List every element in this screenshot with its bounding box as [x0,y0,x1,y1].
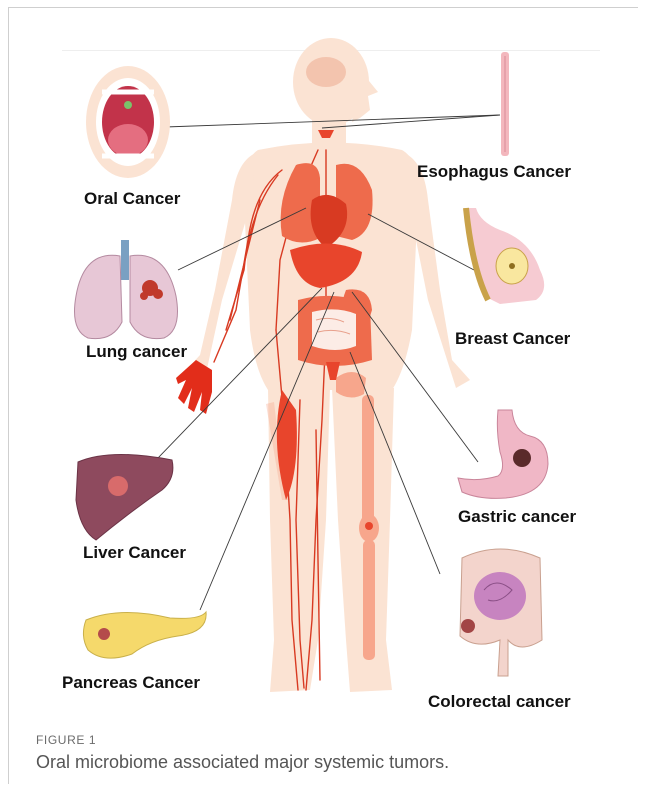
label-oral-cancer: Oral Cancer [84,189,180,209]
stomach-illustration [458,410,548,498]
mouth-illustration [86,66,170,178]
brain-shape [306,57,346,87]
label-gastric-cancer: Gastric cancer [458,507,576,527]
knee-joint [365,522,373,530]
esophagus-illustration [501,52,509,156]
label-esophagus-cancer: Esophagus Cancer [417,162,571,182]
pancreas-illustration [83,612,206,658]
lung-illustration [75,240,178,339]
label-colorectal-cancer: Colorectal cancer [428,692,571,712]
label-pancreas-cancer: Pancreas Cancer [62,673,200,693]
label-liver-cancer: Liver Cancer [83,543,186,563]
figure-number: FIGURE 1 [36,733,96,747]
liver-illustration [76,454,173,540]
colon-illustration [460,549,542,676]
breast-illustration [464,208,544,304]
figure-caption: Oral microbiome associated major systemi… [36,752,449,773]
label-lung-cancer: Lung cancer [86,342,187,362]
label-breast-cancer: Breast Cancer [455,329,570,349]
hand-muscle [176,360,212,414]
